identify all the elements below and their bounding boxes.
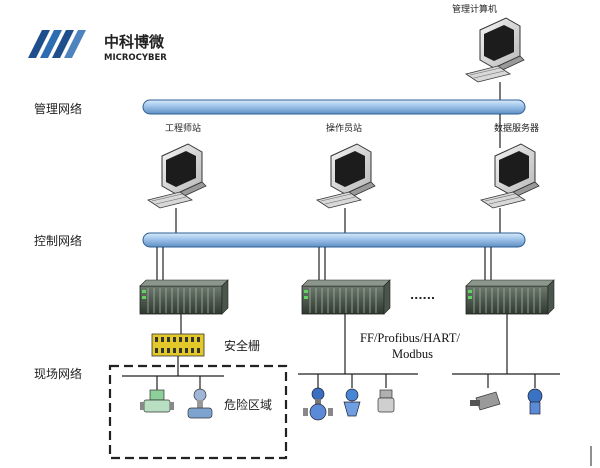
management-computer-icon <box>465 17 525 83</box>
company-logo: 中科博微 MICROCYBER <box>28 30 167 63</box>
data-server-icon <box>480 143 540 209</box>
valve-positioner-icon <box>470 391 501 411</box>
hazard-zone-boundary <box>108 364 288 460</box>
protocol-label-line1: FF/Profibus/HART/ <box>360 331 460 345</box>
label-management-pc: 管理计算机 <box>452 3 497 15</box>
label-data-server: 数据服务器 <box>494 122 539 134</box>
controller-rack-2 <box>301 279 391 315</box>
engineer-station-icon <box>147 143 207 209</box>
control-network-bus <box>142 232 526 248</box>
management-network-bus <box>142 99 526 115</box>
logo-cn: 中科博微 <box>104 33 165 51</box>
label-engineer-station: 工程师站 <box>165 122 201 134</box>
pressure-transmitter-icon <box>343 388 361 417</box>
ellipsis-more-controllers: ...... <box>410 289 435 302</box>
label-operator-station: 操作员站 <box>326 122 362 134</box>
protocol-label-line2: Modbus <box>392 347 433 361</box>
label-hazard-zone: 危险区域 <box>224 397 272 412</box>
label-management-network: 管理网络 <box>34 101 82 116</box>
controller-rack-1 <box>139 279 229 315</box>
logo-en: MICROCYBER <box>104 53 167 63</box>
flowmeter-icon <box>140 389 174 413</box>
label-safety-barrier: 安全栅 <box>224 338 260 353</box>
temperature-transmitter-icon <box>377 389 395 413</box>
label-field-network: 现场网络 <box>34 366 82 381</box>
logo-mark-icon <box>28 30 86 58</box>
electromagnetic-flowmeter-icon <box>303 387 333 421</box>
level-transmitter-icon <box>527 388 543 415</box>
controller-rack-3 <box>465 279 555 315</box>
label-control-network: 控制网络 <box>34 233 82 248</box>
vortex-flowmeter-icon <box>187 388 213 419</box>
operator-station-icon <box>316 143 376 209</box>
safety-barrier-icon <box>151 333 205 357</box>
